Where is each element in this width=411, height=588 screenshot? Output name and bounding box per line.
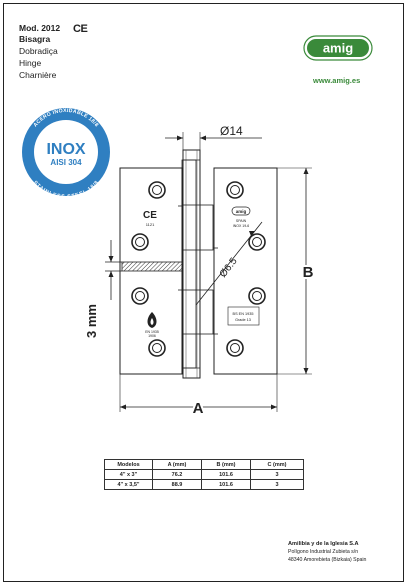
table-cell: 101.6	[201, 469, 251, 480]
amig-logo: amig	[303, 35, 373, 61]
flame-icon	[147, 312, 157, 328]
product-name-pt: Dobradiça	[19, 46, 58, 56]
leaf-ce-code: 1121	[146, 222, 155, 227]
dim-pin-label: Ø14	[220, 124, 243, 138]
inox-sub-text: AISI 304	[50, 158, 82, 167]
address-line-1: Polígono Industrial Zubieta s/n	[288, 549, 359, 555]
logo-text: amig	[323, 41, 353, 56]
table-header: B (mm)	[201, 459, 251, 470]
leaf-brand-mark: amig	[236, 209, 247, 214]
fire-cert-line-2: 1906	[148, 334, 156, 338]
dim-width-label: A	[193, 400, 204, 417]
table-cell: 4" x 3,5"	[104, 479, 153, 490]
screw-hole-icon	[226, 181, 266, 357]
table-header-row: Modelos A (mm) B (mm) C (mm)	[104, 459, 304, 470]
model-label: Mod. 2012	[19, 23, 61, 33]
standard-box	[227, 306, 260, 326]
company-name: Amilibia y de la Iglesia S.A	[288, 541, 359, 547]
spec-table: Modelos A (mm) B (mm) C (mm) 4" x 3" 76.…	[104, 459, 304, 490]
hinge-right-leaf	[213, 167, 278, 375]
table-cell: 3	[250, 469, 304, 480]
inox-main-text: INOX	[46, 141, 85, 158]
leaf-ce-mark-icon: CE	[143, 210, 157, 221]
leaf-brand-line-2: INOX 19-6	[233, 224, 250, 228]
standard-line-1: BS EN 1935	[233, 312, 254, 316]
product-name-en: Hinge	[19, 58, 42, 68]
page-frame	[3, 3, 404, 582]
screw-hole-icon	[131, 181, 166, 357]
hinge-pin	[182, 149, 201, 379]
standard-line-2: Grade 13	[235, 318, 251, 322]
table-cell: 4" x 3"	[104, 469, 153, 480]
product-name-es: Bisagra	[19, 34, 51, 44]
website-link[interactable]: www.amig.es	[313, 76, 361, 85]
brand-mark-oval	[231, 206, 251, 216]
table-cell: 3	[250, 479, 304, 490]
dim-hole-label: Ø6.5	[218, 256, 240, 280]
table-row: 4" x 3" 76.2 101.6 3	[104, 469, 304, 480]
table-header: C (mm)	[250, 459, 304, 470]
inox-badge-icon: ACERO INOXIDABLE 18/8 STAINLESS STEEL 18…	[22, 108, 110, 200]
thickness-section	[121, 261, 183, 272]
table-cell: 101.6	[201, 479, 251, 490]
table-cell: 76.2	[152, 469, 202, 480]
table-header: A (mm)	[152, 459, 202, 470]
table-row: 4" x 3,5" 88.9 101.6 3	[104, 479, 304, 490]
dim-thickness-label: 3 mm	[84, 304, 99, 338]
fire-cert-line-1: EN 1935	[145, 330, 159, 334]
table-cell: 88.9	[152, 479, 202, 490]
dim-height-label: B	[303, 264, 314, 281]
table-header: Modelos	[104, 459, 153, 470]
ce-mark-icon: CE	[73, 23, 88, 35]
product-name-fr: Charnière	[19, 70, 57, 80]
address-line-2: 48340 Amorebieta (Bizkaia) Spain	[288, 557, 367, 563]
leaf-brand-line-1: SPAIN	[236, 219, 247, 223]
